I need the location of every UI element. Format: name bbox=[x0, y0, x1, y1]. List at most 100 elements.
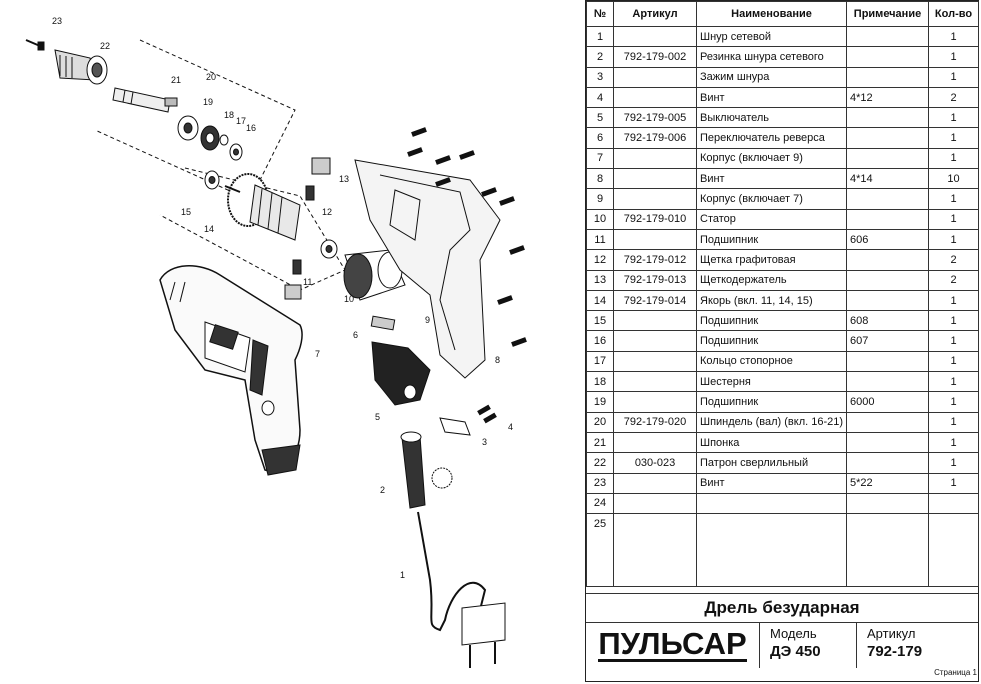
chuck-22 bbox=[54, 49, 108, 85]
cell-note: 6000 bbox=[846, 391, 929, 413]
cell-note: 5*22 bbox=[846, 472, 929, 494]
cell-article bbox=[613, 513, 697, 588]
cell-note bbox=[846, 411, 929, 433]
cell-note bbox=[846, 25, 929, 48]
header-qty: Кол-во bbox=[928, 1, 979, 27]
cell-number: 21 bbox=[586, 431, 614, 454]
cell-number: 9 bbox=[586, 188, 614, 210]
cell-name bbox=[696, 492, 847, 515]
article-block: Артикул 792-179 bbox=[857, 622, 978, 668]
parts-table: № Артикул Наименование Примечание Кол-во… bbox=[586, 1, 979, 588]
cell-qty: 1 bbox=[928, 46, 979, 68]
cell-name: Шпонка bbox=[696, 431, 847, 454]
model-label: Модель bbox=[770, 626, 817, 641]
cell-article bbox=[613, 431, 697, 454]
cell-article bbox=[613, 147, 697, 170]
cell-number: 6 bbox=[586, 127, 614, 149]
cell-qty: 1 bbox=[928, 310, 979, 332]
cell-qty: 1 bbox=[928, 371, 979, 393]
cell-note bbox=[846, 46, 929, 68]
callout-15: 15 bbox=[181, 207, 191, 217]
callout-23: 23 bbox=[52, 16, 62, 26]
cell-article bbox=[613, 168, 697, 190]
cell-number: 14 bbox=[586, 289, 614, 312]
table-row: 18 Шестерня 1 bbox=[586, 371, 979, 393]
callout-13: 13 bbox=[339, 174, 349, 184]
cell-note: 4*14 bbox=[846, 168, 929, 190]
cell-qty: 1 bbox=[928, 350, 979, 373]
cell-article bbox=[613, 310, 697, 332]
callout-20: 20 bbox=[206, 72, 216, 82]
cell-qty: 1 bbox=[928, 472, 979, 494]
cell-qty: 1 bbox=[928, 391, 979, 413]
callout-3: 3 bbox=[482, 437, 487, 447]
cell-note: 608 bbox=[846, 310, 929, 332]
cell-name bbox=[696, 513, 847, 588]
callout-5: 5 bbox=[375, 412, 380, 422]
cell-qty: 1 bbox=[928, 411, 979, 433]
table-header-row: № Артикул Наименование Примечание Кол-во bbox=[586, 1, 979, 27]
callout-18: 18 bbox=[224, 110, 234, 120]
cell-note: 607 bbox=[846, 330, 929, 352]
cell-number: 8 bbox=[586, 168, 614, 190]
cell-article bbox=[613, 188, 697, 210]
gear-18 bbox=[200, 125, 220, 151]
header-name: Наименование bbox=[696, 1, 847, 27]
callout-19: 19 bbox=[203, 97, 213, 107]
cell-number: 10 bbox=[586, 208, 614, 230]
cell-number: 7 bbox=[586, 147, 614, 170]
cell-article bbox=[613, 25, 697, 48]
cell-name: Шестерня bbox=[696, 371, 847, 393]
cell-qty: 1 bbox=[928, 330, 979, 352]
switch-5 bbox=[371, 341, 431, 406]
table-row: 25 bbox=[586, 513, 979, 588]
cell-number: 20 bbox=[586, 411, 614, 433]
cell-number: 4 bbox=[586, 86, 614, 109]
bearing-16 bbox=[229, 143, 243, 161]
cell-qty: 1 bbox=[928, 188, 979, 210]
screws-8 bbox=[407, 127, 527, 347]
housing-9 bbox=[354, 159, 501, 379]
cell-name: Шпиндель (вал) (вкл. 16-21) bbox=[696, 411, 847, 433]
callout-10: 10 bbox=[344, 294, 354, 304]
cell-article bbox=[613, 350, 697, 373]
callout-16: 16 bbox=[246, 123, 256, 133]
cell-qty bbox=[928, 513, 979, 588]
cell-number: 24 bbox=[586, 492, 614, 515]
document-title: Дрель безударная bbox=[586, 593, 978, 623]
cell-note bbox=[846, 66, 929, 88]
cell-number: 19 bbox=[586, 391, 614, 413]
cell-article bbox=[613, 66, 697, 88]
parts-sheet: № Артикул Наименование Примечание Кол-во… bbox=[585, 0, 979, 682]
cell-article bbox=[613, 472, 697, 494]
cell-article: 792-179-013 bbox=[613, 269, 697, 291]
cell-article: 030-023 bbox=[613, 452, 697, 474]
cell-note bbox=[846, 127, 929, 149]
article-label: Артикул bbox=[867, 626, 916, 641]
cell-note bbox=[846, 107, 929, 129]
cell-article: 792-179-002 bbox=[613, 46, 697, 68]
model-value: ДЭ 450 bbox=[770, 643, 821, 660]
bearing-19 bbox=[177, 115, 199, 141]
cell-name: Щетка графитовая bbox=[696, 249, 847, 271]
cell-number: 22 bbox=[586, 452, 614, 474]
callout-4: 4 bbox=[508, 422, 513, 432]
cell-number: 18 bbox=[586, 371, 614, 393]
armature-14 bbox=[224, 173, 301, 241]
cell-article bbox=[613, 492, 697, 515]
cell-name: Патрон сверлильный bbox=[696, 452, 847, 474]
callout-8: 8 bbox=[495, 355, 500, 365]
cell-name: Выключатель bbox=[696, 107, 847, 129]
cell-article: 792-179-005 bbox=[613, 107, 697, 129]
cell-number: 12 bbox=[586, 249, 614, 271]
callout-7: 7 bbox=[315, 349, 320, 359]
